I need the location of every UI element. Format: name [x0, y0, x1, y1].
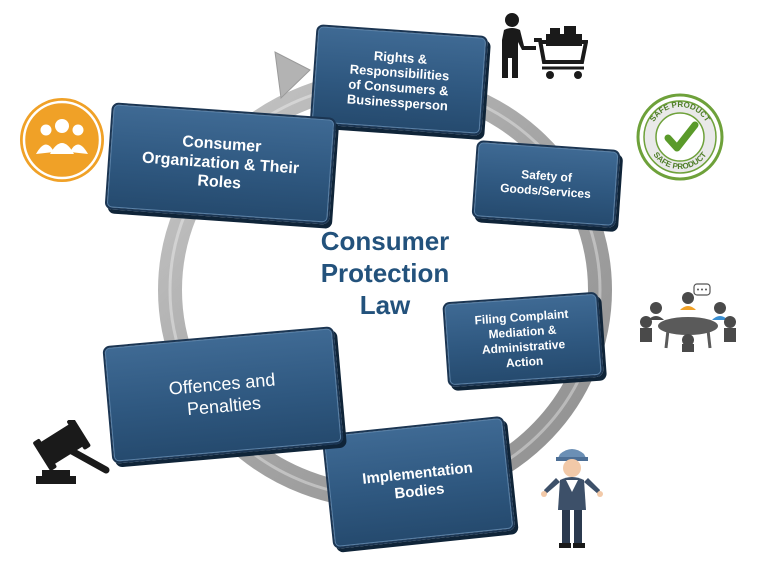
center-title-line-2: Protection	[320, 258, 450, 288]
box-rights-responsibilities: Rights & Responsibilities of Consumers &…	[309, 24, 489, 136]
worker-person-icon	[541, 449, 603, 548]
box-filing-complaint: Filing Complaint Mediation & Administrat…	[442, 291, 604, 388]
meeting-table-icon	[640, 283, 736, 352]
center-title-line-3: Law	[359, 290, 411, 320]
safe-product-seal-icon: SAFE PRODUCT SAFE PRODUCT	[636, 93, 724, 181]
shopping-cart-person-icon	[502, 13, 588, 79]
center-title-line-1: Consumer	[320, 226, 450, 256]
center-title: Consumer Protection Law	[270, 225, 500, 321]
gavel-icon	[33, 420, 110, 484]
box-offences-penalties: Offences and Penalties	[102, 326, 344, 464]
box-safety-goods-services: Safety of Goods/Services	[471, 140, 621, 228]
group-people-icon	[20, 98, 104, 182]
box-consumer-organization: Consumer Organization & Their Roles	[104, 102, 337, 225]
box-implementation-bodies: Implementation Bodies	[321, 415, 516, 550]
